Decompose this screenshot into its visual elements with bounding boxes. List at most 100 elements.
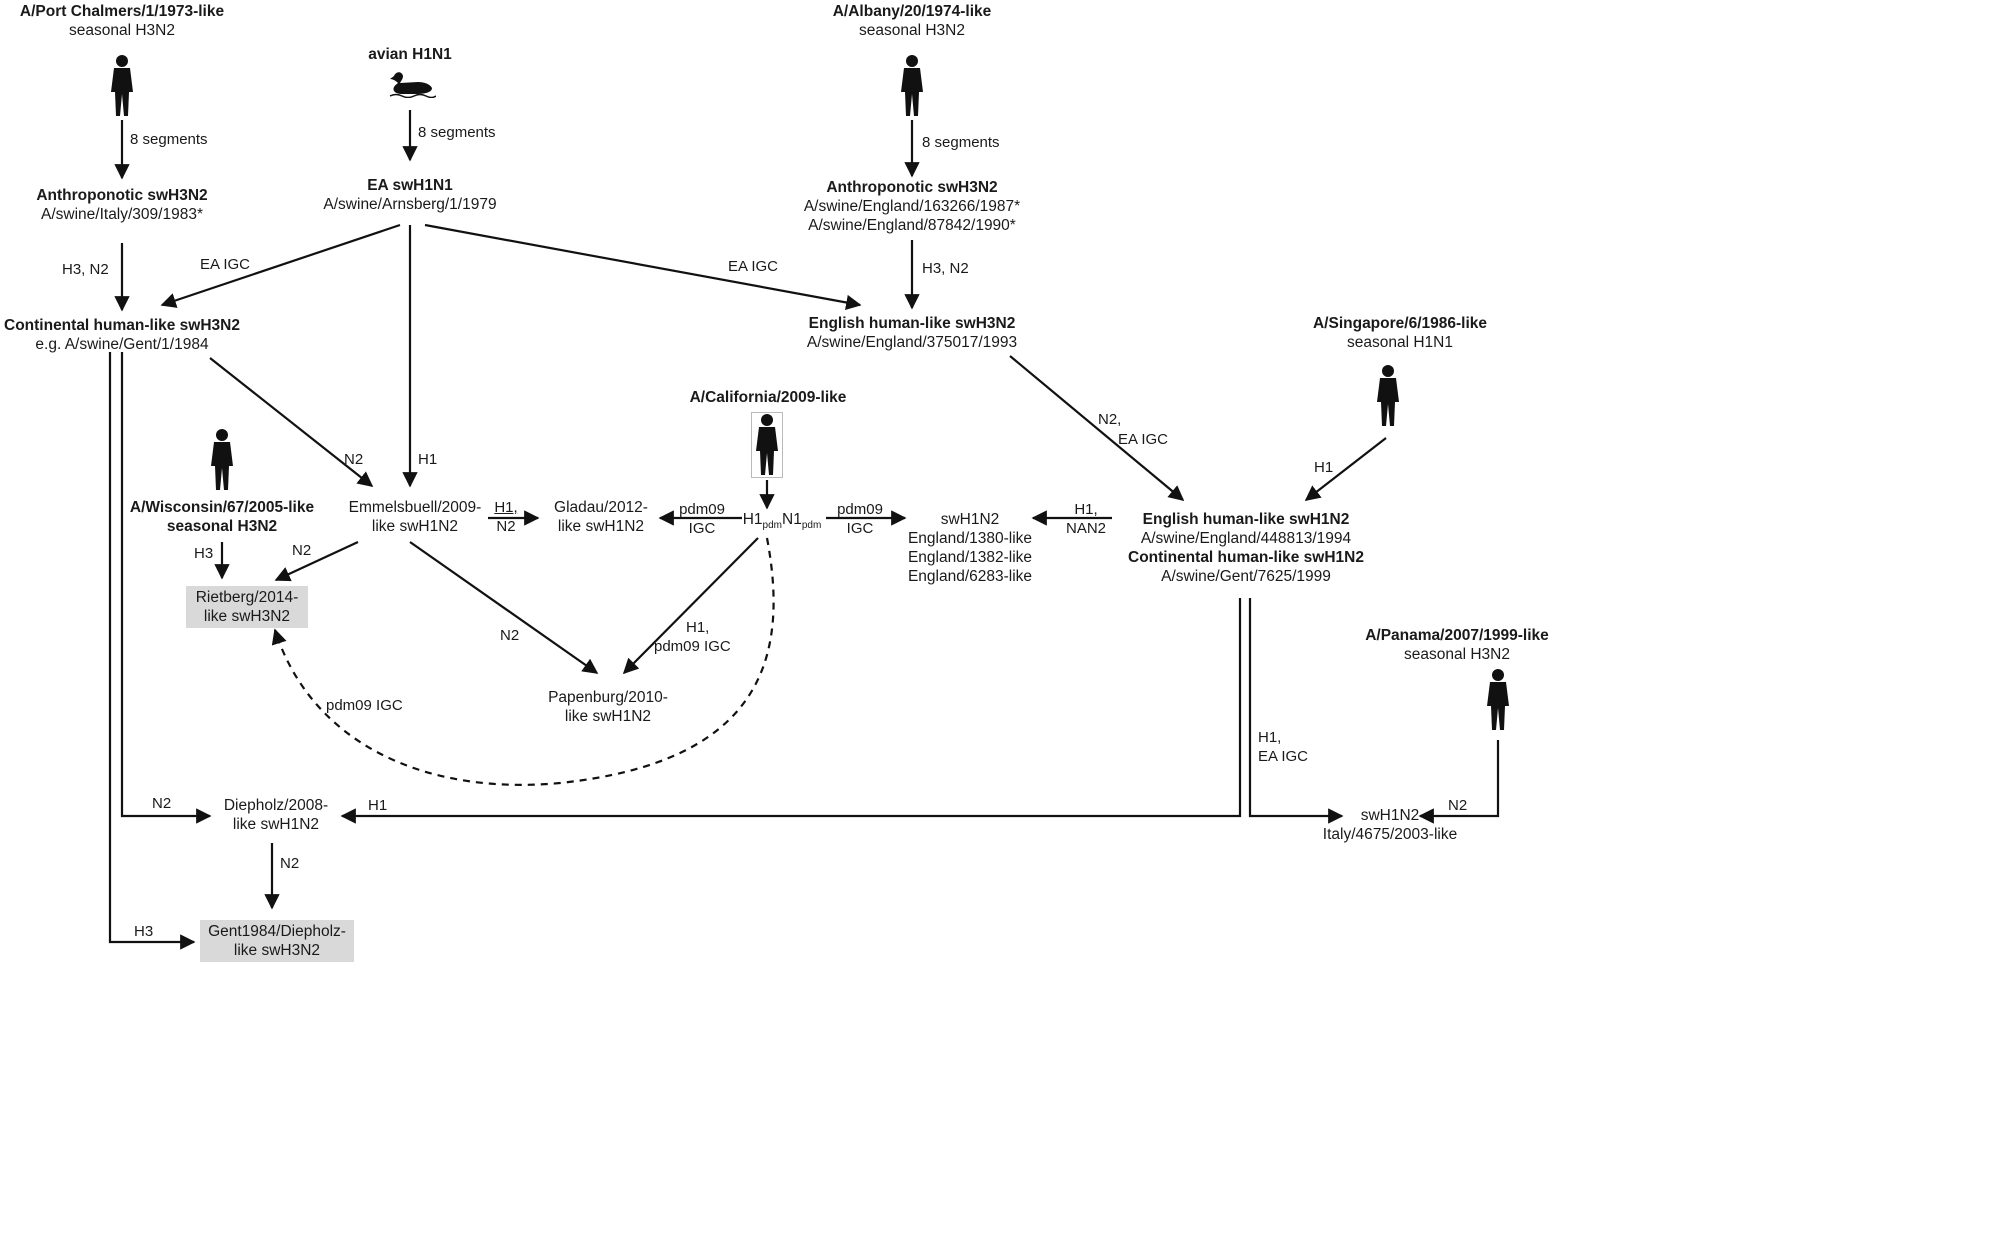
edge-label-line-1: H1, xyxy=(686,619,710,636)
edge-label-line-2: EA IGC xyxy=(1258,748,1309,765)
node-part-a: H1 xyxy=(742,511,763,528)
node-title: EA swH1N1 xyxy=(367,177,453,194)
edge-continental-to-gent1984 xyxy=(108,352,196,950)
node-title: avian H1N1 xyxy=(368,46,452,63)
node-title-2: Continental human-like swH1N2 xyxy=(1128,549,1364,566)
edge-label: H3 xyxy=(134,923,154,940)
node-continental-h3n2: Continental human-like swH3N2 e.g. A/swi… xyxy=(0,316,244,354)
edge-label: H3, N2 xyxy=(922,260,969,277)
edge-label-line-2: IGC xyxy=(688,520,716,537)
node-wisconsin: A/Wisconsin/67/2005-like seasonal H3N2 xyxy=(110,498,334,536)
node-title: English human-like swH3N2 xyxy=(808,315,1016,332)
edge-label-line-2: N2 xyxy=(496,518,516,535)
edge-label: EA IGC xyxy=(200,256,251,273)
edge-h1n2-to-sw-italy xyxy=(1248,598,1344,824)
node-line-2: like swH1N2 xyxy=(371,518,459,535)
edge-label: pdm09 IGC xyxy=(672,500,732,538)
edge-panama-to-sw-italy xyxy=(1418,740,1500,824)
edge-emmelsbuell-to-papenburg xyxy=(409,541,599,674)
human-silhouette-icon xyxy=(206,428,238,497)
node-line-1: Rietberg/2014- xyxy=(195,589,299,606)
node-line-1: Gent1984/Diepholz- xyxy=(208,923,346,940)
edge-label: N2 xyxy=(1448,797,1468,814)
edge-pdm-to-papenburg xyxy=(622,537,759,675)
node-line-1: Papenburg/2010- xyxy=(548,689,668,706)
node-subtitle: e.g. A/swine/Gent/1/1984 xyxy=(35,336,209,353)
edge-label: H1, NAN2 xyxy=(1056,500,1116,538)
edge-label-line-2: IGC xyxy=(846,520,874,537)
edge-continental-to-diepholz xyxy=(120,352,212,824)
node-title-2: seasonal H3N2 xyxy=(166,518,278,535)
edge-label: N2, xyxy=(1098,411,1122,428)
edge-label: EA IGC xyxy=(728,258,779,275)
node-ea-swh1n1: EA swH1N1 A/swine/Arnsberg/1/1979 xyxy=(300,176,520,214)
node-port-chalmers: A/Port Chalmers/1/1973-like seasonal H3N… xyxy=(0,2,244,40)
edge-label: N2 xyxy=(292,542,312,559)
node-swh1n2-italy: swH1N2 Italy/4675/2003-like xyxy=(1310,806,1470,844)
node-part-b-sub: pdm xyxy=(801,520,822,532)
node-subtitle: seasonal H3N2 xyxy=(69,22,175,39)
edge-label: H3, N2 xyxy=(62,261,109,278)
node-title: A/Panama/2007/1999-like xyxy=(1365,627,1549,644)
node-papenburg: Papenburg/2010- like swH1N2 xyxy=(548,688,668,726)
node-subtitle: A/swine/Arnsberg/1/1979 xyxy=(323,196,497,213)
diagram-connectors xyxy=(108,110,1500,950)
node-line-2: England/1380-like xyxy=(907,530,1033,547)
node-title: A/Wisconsin/67/2005-like xyxy=(129,499,315,516)
node-title: A/Port Chalmers/1/1973-like xyxy=(19,3,225,20)
edge-pdm-to-rietberg-dashed xyxy=(271,537,775,786)
duck-silhouette-icon xyxy=(388,70,437,103)
human-silhouette-icon xyxy=(1372,364,1404,433)
node-line-1: Diepholz/2008- xyxy=(223,797,329,814)
edge-label: 8 segments xyxy=(418,124,496,141)
node-english-h3n2: English human-like swH3N2 A/swine/Englan… xyxy=(790,314,1034,352)
node-title: A/California/2009-like xyxy=(689,389,847,406)
edge-label: H1 xyxy=(368,797,388,814)
node-diepholz: Diepholz/2008- like swH1N2 xyxy=(214,796,338,834)
edge-label: H1, EA IGC xyxy=(1258,728,1308,766)
edge-ea-to-continental xyxy=(160,223,401,308)
edge-label-line-1: pdm09 xyxy=(837,501,883,518)
human-silhouette-icon xyxy=(1482,668,1514,737)
node-subtitle: seasonal H3N2 xyxy=(859,22,965,39)
edge-label: EA IGC xyxy=(1118,431,1169,448)
node-subtitle: seasonal H3N2 xyxy=(1404,646,1510,663)
node-emmelsbuell: Emmelsbuell/2009- like swH1N2 xyxy=(340,498,490,536)
node-swh1n2-england: swH1N2 England/1380-like England/1382-li… xyxy=(900,510,1040,586)
node-line-1: swH1N2 xyxy=(940,511,1000,528)
edge-label-line-1: H1, xyxy=(1074,501,1098,518)
edge-label-line-1: H1, xyxy=(494,499,518,516)
edge-label: N2 xyxy=(152,795,172,812)
edge-label: H1 xyxy=(418,451,438,468)
node-subtitle: A/swine/England/375017/1993 xyxy=(806,334,1018,351)
edge-ea-to-english-h3n2 xyxy=(424,223,862,311)
node-singapore: A/Singapore/6/1986-like seasonal H1N1 xyxy=(1290,314,1510,352)
node-avian-h1n1: avian H1N1 xyxy=(340,45,480,64)
edge-label: 8 segments xyxy=(130,131,208,148)
node-part-b: N1 xyxy=(782,511,802,528)
node-title: A/Singapore/6/1986-like xyxy=(1312,315,1488,332)
edge-label-line-2: pdm09 IGC xyxy=(654,638,731,655)
edge-continental-to-emmelsbuell xyxy=(209,357,374,487)
edge-label: N2 xyxy=(280,855,300,872)
edge-label: pdm09 IGC xyxy=(830,500,890,538)
edge-label: H1, pdm09 IGC xyxy=(654,618,731,656)
node-rietberg: Rietberg/2014- like swH3N2 xyxy=(186,586,308,628)
node-line-2: like swH3N2 xyxy=(203,608,291,625)
node-subtitle: A/swine/Italy/309/1983* xyxy=(41,206,203,223)
edge-english-h3n2-to-h1n2 xyxy=(1009,355,1185,501)
node-line-2: like swH3N2 xyxy=(233,942,321,959)
node-subtitle: A/swine/England/448813/1994 xyxy=(1140,530,1352,547)
node-line-1: swH1N2 xyxy=(1360,807,1420,824)
node-anthro-italy: Anthroponotic swH3N2 A/swine/Italy/309/1… xyxy=(0,186,244,224)
edge-label-line-1: H1, xyxy=(1258,729,1282,746)
edge-label: H3 xyxy=(194,545,214,562)
node-part-a-sub: pdm xyxy=(762,520,782,532)
edge-label: H1 xyxy=(1314,459,1334,476)
edge-label: pdm09 IGC xyxy=(326,697,403,714)
edge-label-line-1: pdm09 xyxy=(679,501,725,518)
node-albany: A/Albany/20/1974-like seasonal H3N2 xyxy=(790,2,1034,40)
node-subtitle-2: A/swine/England/87842/1990* xyxy=(808,217,1016,234)
node-title: Anthroponotic swH3N2 xyxy=(826,179,998,196)
edge-h1n2-to-diepholz xyxy=(340,598,1242,824)
